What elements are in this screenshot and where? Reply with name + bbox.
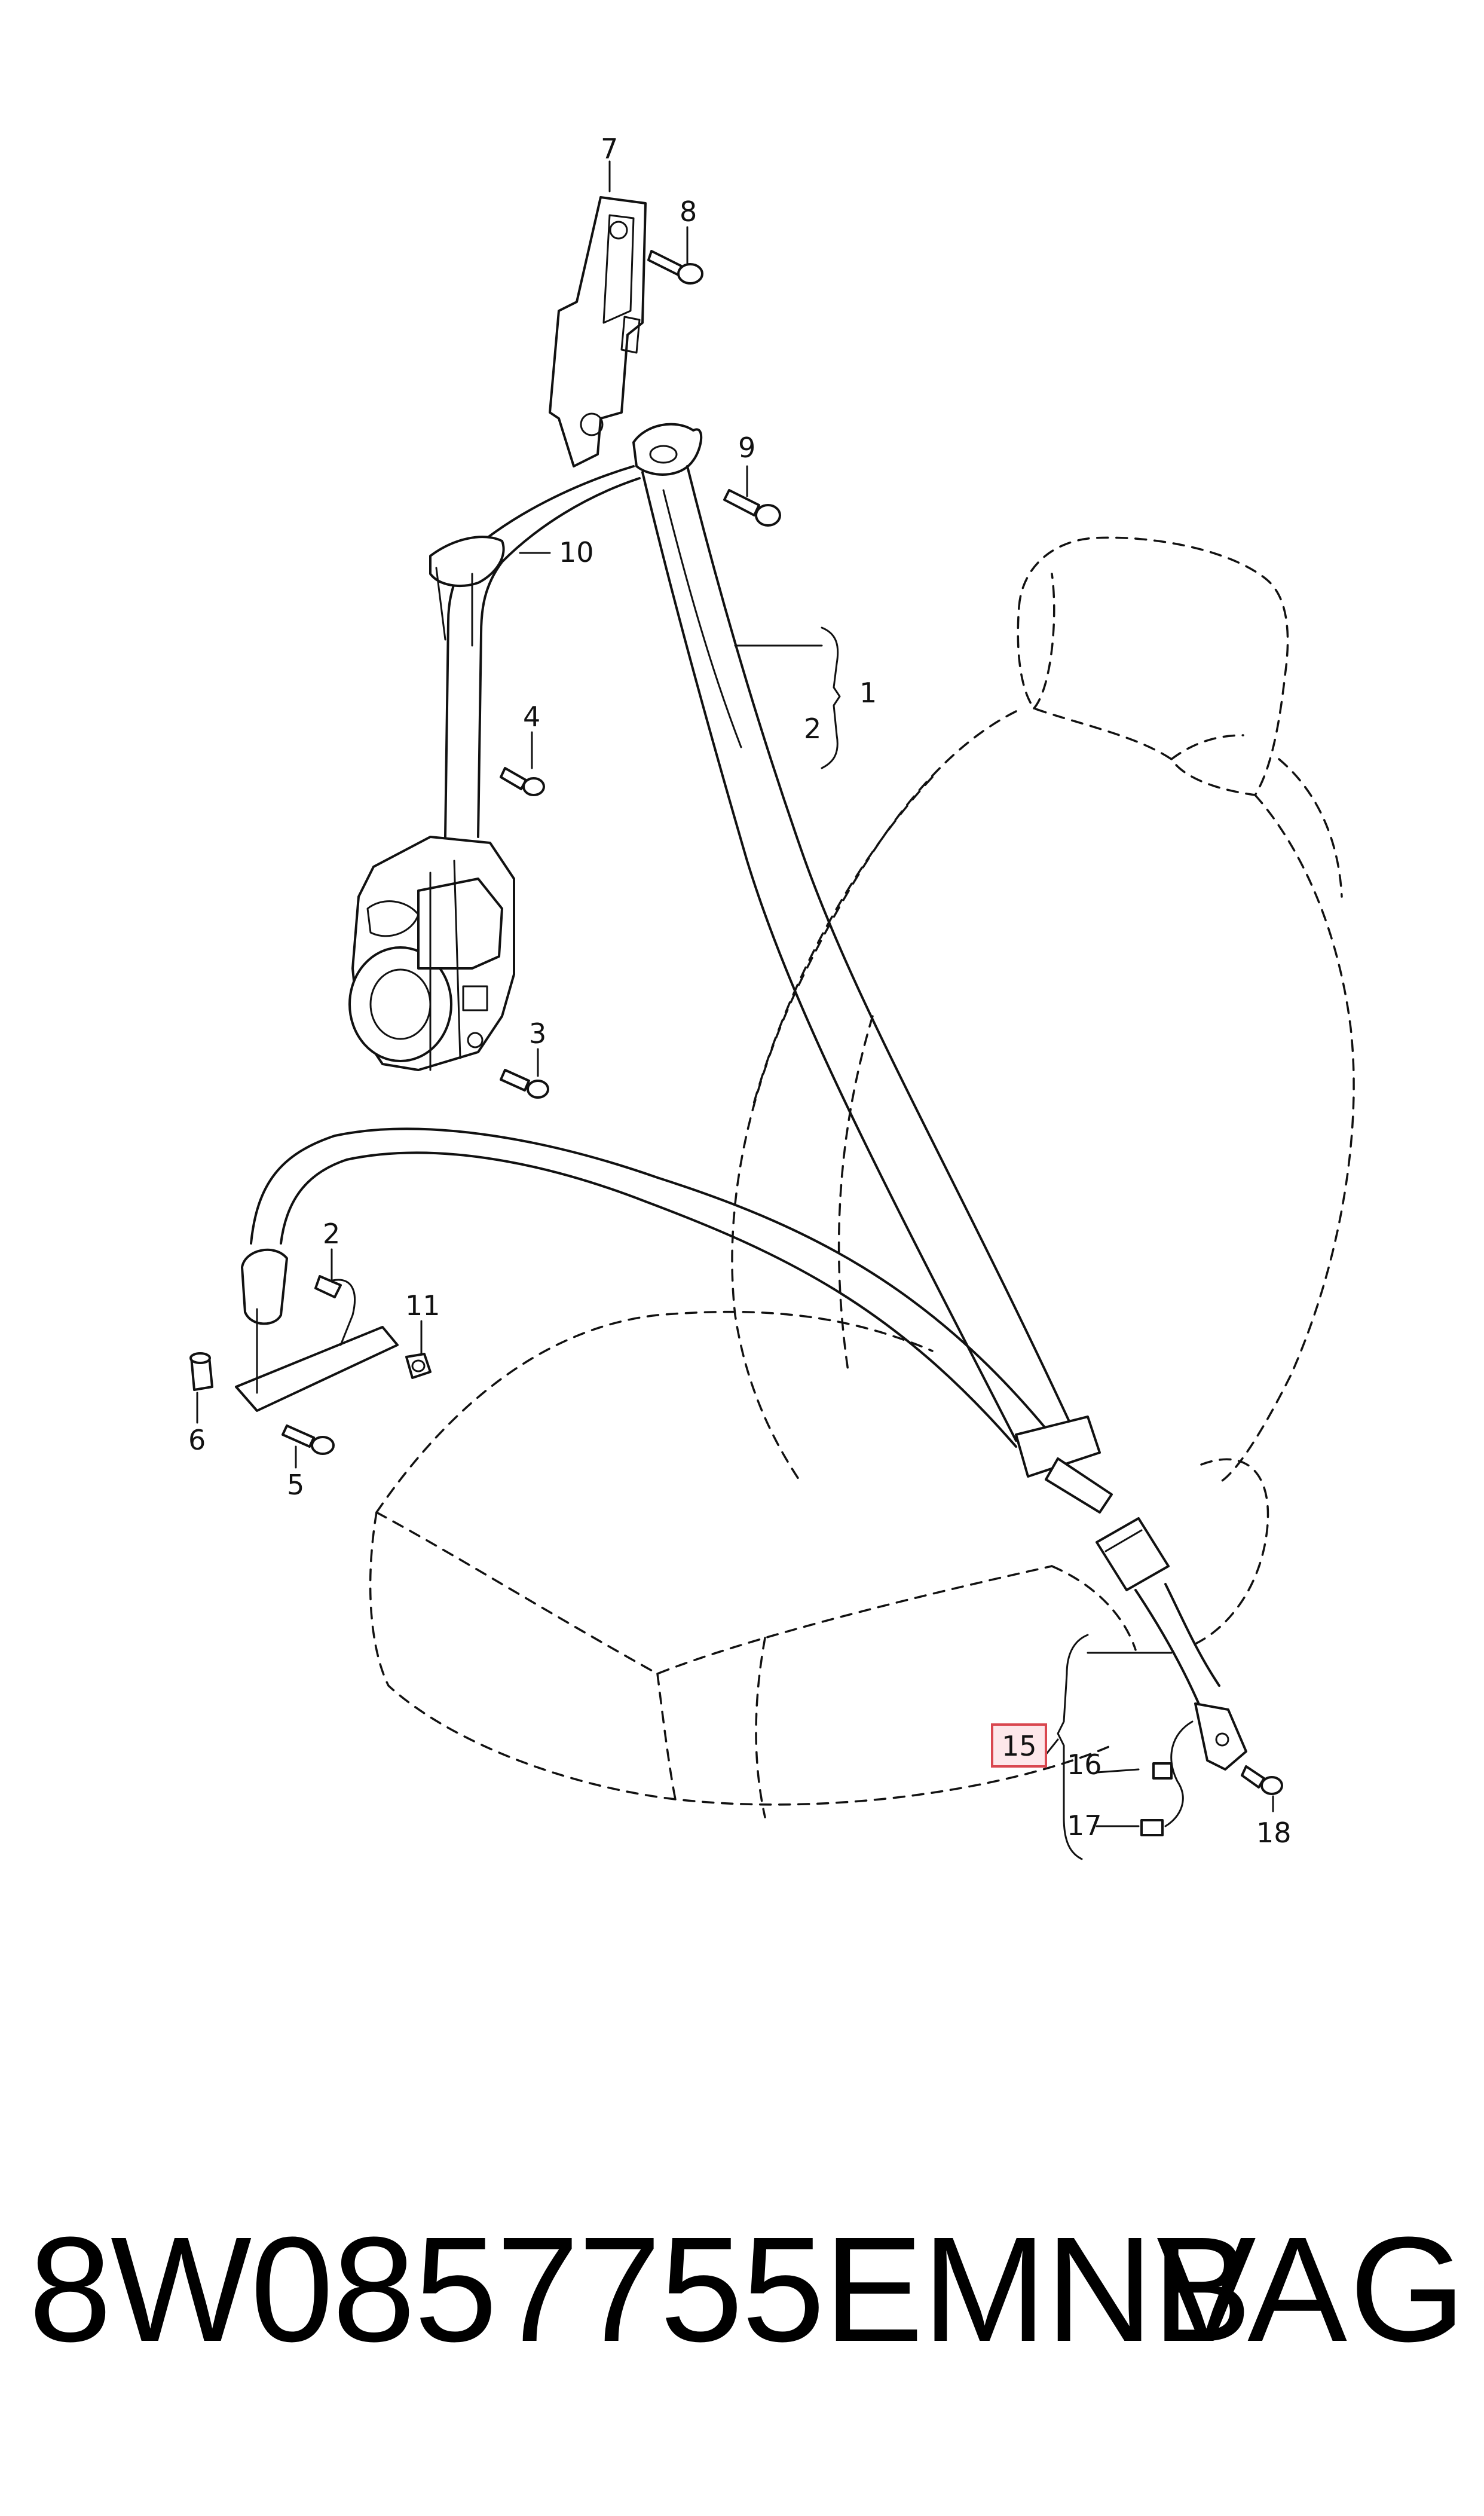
retractor-webbing bbox=[429, 465, 641, 838]
callout-1: 1 bbox=[859, 677, 877, 709]
belt-latch bbox=[1015, 1416, 1113, 1514]
part-number: 8W0857755EMNB bbox=[29, 2206, 1252, 2373]
brand-label: VAG bbox=[1156, 2206, 1468, 2373]
belt-d-ring bbox=[632, 423, 703, 476]
upper-anchor-rail bbox=[549, 196, 647, 467]
callout-2-bottom: 2 bbox=[323, 1218, 340, 1250]
part-number-footer: 8W0857755EMNB VAG bbox=[0, 2200, 1484, 2379]
callout-3: 3 bbox=[529, 1017, 546, 1050]
callout-9: 9 bbox=[738, 432, 755, 464]
shoulder-belt-webbing bbox=[641, 465, 1071, 1442]
callout-15: 15 bbox=[1002, 1730, 1037, 1762]
seat-belt-buckle bbox=[1096, 1517, 1247, 1771]
bolt-4 bbox=[500, 767, 545, 796]
leader-lines bbox=[196, 160, 1274, 1860]
callout-10: 10 bbox=[559, 536, 594, 568]
bolt-3 bbox=[500, 1069, 549, 1099]
callout-7: 7 bbox=[601, 133, 618, 165]
callout-11: 11 bbox=[405, 1289, 440, 1322]
nut-11 bbox=[405, 1353, 432, 1379]
callout-6: 6 bbox=[188, 1424, 206, 1456]
spacer-sleeve-6 bbox=[189, 1352, 213, 1391]
callout-2-top: 2 bbox=[804, 713, 821, 745]
callout-16: 16 bbox=[1067, 1748, 1102, 1781]
callout-8: 8 bbox=[680, 195, 697, 228]
bolt-5 bbox=[281, 1424, 335, 1455]
callout-18: 18 bbox=[1256, 1817, 1292, 1849]
belt-retractor bbox=[348, 836, 515, 1071]
callout-4: 4 bbox=[523, 701, 540, 733]
callout-17: 17 bbox=[1067, 1809, 1102, 1842]
callout-15-highlight bbox=[991, 1723, 1047, 1768]
lap-belt-webbing bbox=[241, 1127, 1047, 1448]
callout-labels: 7 8 9 10 1 2 4 3 2 11 6 5 15 16 17 18 bbox=[188, 133, 1292, 1849]
bolt-8 bbox=[647, 250, 703, 285]
bolt-9 bbox=[723, 489, 781, 527]
lower-anchor-bar bbox=[235, 1275, 399, 1412]
buckle-wire-harness bbox=[1140, 1720, 1194, 1836]
callout-5: 5 bbox=[287, 1469, 304, 1501]
bolt-18 bbox=[1241, 1765, 1283, 1795]
seat-outline bbox=[369, 536, 1355, 1818]
